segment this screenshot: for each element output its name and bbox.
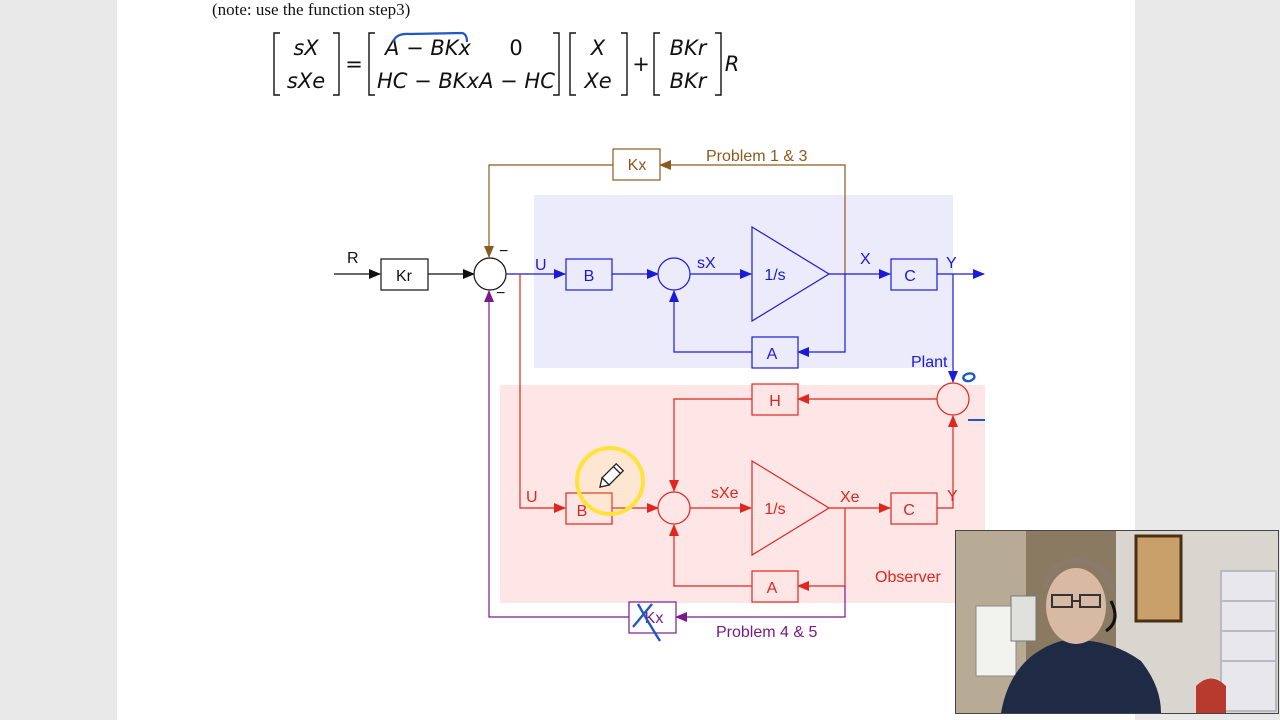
- input-b2: BKr: [670, 69, 708, 93]
- b-top-label: B: [584, 268, 595, 285]
- matrix-a22: A − HC: [477, 69, 555, 93]
- problem-1-3-label: Problem 1 & 3: [706, 148, 807, 165]
- note-text: (note: use the function step3): [212, 0, 411, 19]
- label-y-top: Y: [946, 255, 957, 272]
- a-bottom-block: [751, 570, 799, 603]
- a-top-block: [751, 336, 799, 369]
- c-bottom-block: [890, 492, 938, 525]
- minus-bottom: −: [496, 285, 505, 302]
- kx-top-label: Kx: [628, 157, 647, 174]
- input-r: R: [725, 52, 740, 76]
- pencil-icon: [599, 462, 625, 488]
- label-xe: Xe: [840, 489, 860, 506]
- plant-summing-junction: [657, 257, 691, 291]
- h-block-label: H: [769, 393, 781, 410]
- plus-sign: +: [632, 52, 650, 76]
- integrator-bottom-label: 1/s: [764, 501, 785, 518]
- state-xe: Xe: [583, 69, 611, 93]
- plant-label: Plant: [911, 354, 948, 371]
- plant-integrator: [751, 225, 831, 323]
- kr-block: [380, 258, 429, 291]
- label-x: X: [860, 251, 871, 268]
- label-u-bottom: U: [526, 489, 538, 506]
- error-summing-junction: [936, 382, 970, 416]
- a-top-label: A: [767, 346, 778, 363]
- lhs-sxe: sXe: [287, 69, 325, 93]
- label-y-bottom: Y: [947, 488, 958, 505]
- equals-sign: =: [345, 52, 363, 76]
- b-top-block: [565, 258, 613, 291]
- problem-4-5-label: Problem 4 & 5: [716, 624, 817, 641]
- matrix-a11: A − BKx: [383, 36, 471, 60]
- state-x: X: [590, 36, 606, 60]
- state-equation: sX sXe = A − BKx 0 HC − BKx A − HC X Xe …: [273, 31, 740, 96]
- label-r: R: [347, 250, 359, 267]
- label-sx: sX: [697, 255, 716, 272]
- kx-bottom-block: [628, 601, 677, 634]
- kr-block-label: Kr: [396, 268, 413, 285]
- hand-annotation-plus: [961, 372, 976, 383]
- matrix-a21: HC − BKx: [377, 69, 480, 93]
- lhs-sx: sX: [293, 36, 319, 60]
- presenter-video-icon: [956, 531, 1278, 713]
- a-bottom-label: A: [767, 580, 778, 597]
- integrator-top-label: 1/s: [764, 267, 785, 284]
- b-bottom-label: B: [577, 503, 588, 520]
- kx-top-block: [612, 148, 661, 181]
- h-block: [751, 383, 799, 416]
- c-top-label: C: [904, 268, 916, 285]
- observer-integrator: [751, 459, 831, 557]
- observer-summing-junction: [657, 491, 691, 525]
- observer-label: Observer: [875, 569, 941, 586]
- label-sxe: sXe: [711, 485, 739, 502]
- webcam-overlay: [955, 530, 1279, 714]
- c-top-block: [890, 258, 938, 291]
- c-bottom-label: C: [903, 502, 915, 519]
- hand-annotation-overline: [391, 31, 469, 43]
- input-b1: BKr: [670, 36, 708, 60]
- label-u-top: U: [535, 257, 547, 274]
- minus-top: −: [499, 243, 508, 260]
- hand-annotation-cross: [632, 603, 662, 642]
- matrix-a12: 0: [509, 36, 522, 60]
